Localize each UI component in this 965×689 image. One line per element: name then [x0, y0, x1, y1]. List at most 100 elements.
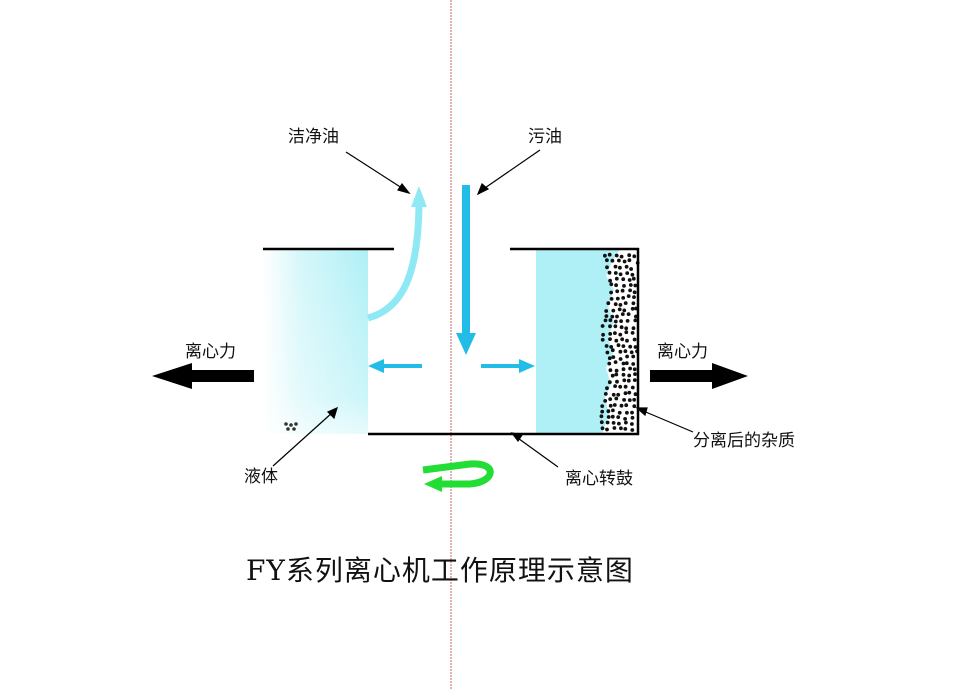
impurity-particle [600, 404, 605, 408]
impurity-particle [627, 398, 632, 402]
impurity-particle [613, 302, 618, 307]
impurity-particle [630, 415, 635, 420]
impurity-particle [628, 344, 633, 349]
impurity-particle [614, 338, 619, 343]
impurity-particle [600, 337, 605, 342]
impurity-particle [623, 427, 628, 431]
impurity-particle [627, 253, 632, 258]
impurity-particle [607, 270, 612, 275]
inner-right-arrowhead [519, 359, 535, 373]
impurity-particle [623, 301, 628, 305]
impurity-particle [603, 399, 608, 403]
impurity-particle [621, 277, 626, 282]
impurity-particle [609, 345, 614, 349]
impurity-particle [629, 267, 633, 271]
impurity-particle [627, 278, 632, 282]
impurity-particle [616, 392, 621, 397]
impurity-particle [618, 349, 623, 354]
impurity-particle [621, 367, 626, 372]
impurity-particle [614, 368, 619, 373]
label-drum: 离心转鼓 [565, 469, 633, 489]
impurity-particle [603, 318, 608, 323]
inner-left-arrowhead [368, 359, 384, 373]
impurity-particle [618, 272, 623, 277]
impurity-particle [609, 282, 614, 287]
impurity-particle [607, 252, 612, 257]
impurity-particle [604, 314, 609, 318]
impurity-particle [613, 384, 617, 388]
impurity-particle [615, 314, 619, 319]
impurity-particle [624, 403, 629, 408]
impurity-particle [631, 354, 636, 359]
impurity-particle [610, 348, 615, 353]
impurity-particle [621, 296, 626, 300]
impurity-particle [623, 384, 628, 389]
pointer-impurities [640, 409, 694, 433]
clean-oil-flow-arrow [366, 204, 423, 322]
impurity-particle [613, 264, 618, 269]
impurity-particle [617, 258, 621, 263]
rotation-arrow [422, 460, 494, 488]
impurity-particle [622, 284, 626, 288]
impurity-particle [631, 276, 636, 281]
impurity-particle [616, 415, 621, 419]
impurity-particle [615, 296, 620, 301]
impurity-particle [627, 390, 632, 395]
impurity-particle [620, 312, 625, 316]
impurity-particle [603, 392, 608, 396]
impurity-particle [614, 396, 619, 401]
impurity-particle [630, 385, 635, 390]
impurity-particle [613, 271, 618, 275]
impurity-particle [632, 367, 637, 372]
force-right-arrow-shaft [650, 370, 716, 382]
label-dirty-oil: 污油 [528, 127, 562, 147]
impurity-particle [605, 427, 609, 432]
force-right-arrowhead [712, 363, 748, 389]
impurity-particle [599, 414, 604, 419]
impurity-particle [622, 308, 627, 313]
label-impurities: 分离后的杂质 [693, 431, 795, 451]
impurity-particle [626, 312, 631, 316]
impurity-particle [620, 337, 625, 342]
inner-right-arrow-shaft [481, 364, 521, 368]
impurity-particle [632, 397, 637, 402]
impurity-particle [624, 330, 629, 335]
impurity-particle [633, 283, 638, 288]
impurity-particle [625, 354, 629, 359]
impurity-particle [618, 265, 622, 270]
impurity-particle [610, 258, 615, 263]
label-clean-oil: 洁净油 [288, 127, 339, 147]
impurity-particle [605, 258, 609, 263]
impurity-particle [621, 361, 626, 366]
impurity-particle [608, 278, 612, 283]
impurity-particle [630, 428, 635, 432]
left-residue-dots [284, 422, 298, 431]
impurity-particle [617, 421, 621, 426]
impurity-particle [627, 258, 632, 263]
dirty-oil-inflow-shaft [462, 185, 470, 333]
label-force-right: 离心力 [657, 342, 708, 362]
impurity-particle [625, 271, 630, 275]
impurity-particle [619, 319, 623, 323]
impurity-particle [607, 361, 612, 366]
impurity-particle [610, 373, 615, 378]
impurity-particle [604, 309, 609, 313]
impurity-particle [607, 356, 612, 361]
impurity-particle [630, 331, 635, 335]
right-liquid-region [536, 249, 620, 434]
impurity-particle [618, 332, 623, 337]
impurity-particle [605, 420, 610, 425]
impurity-particle [632, 337, 637, 342]
impurity-particle [604, 344, 609, 348]
impurity-particle [608, 397, 613, 401]
impurity-particle [630, 272, 635, 277]
impurity-particle [622, 259, 627, 264]
impurity-particle [608, 403, 613, 408]
impurity-particle [614, 276, 619, 281]
impurity-particle [633, 345, 638, 349]
pointer-liquid [272, 411, 334, 467]
impurity-particle [618, 357, 623, 361]
impurity-particle [622, 378, 627, 383]
impurity-particle [630, 422, 634, 426]
